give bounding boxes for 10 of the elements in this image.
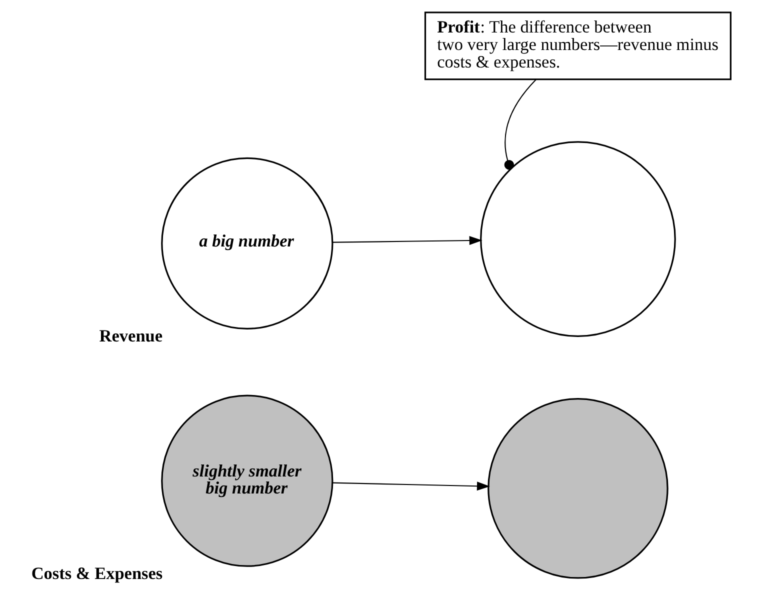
node-box: Profit: The difference between two very large numbers—revenue minus costs & expenses. — [424, 12, 732, 80]
node-circle — [488, 398, 668, 579]
connector — [504, 79, 536, 170]
node-circle: a big number — [161, 157, 334, 330]
node-circle: slightly smaller big number — [161, 394, 334, 567]
node-circle — [480, 141, 676, 338]
arrow — [332, 236, 482, 246]
arrow — [332, 482, 490, 491]
node-label: Revenue — [99, 326, 163, 346]
node-label: Costs & Expenses — [31, 564, 163, 583]
